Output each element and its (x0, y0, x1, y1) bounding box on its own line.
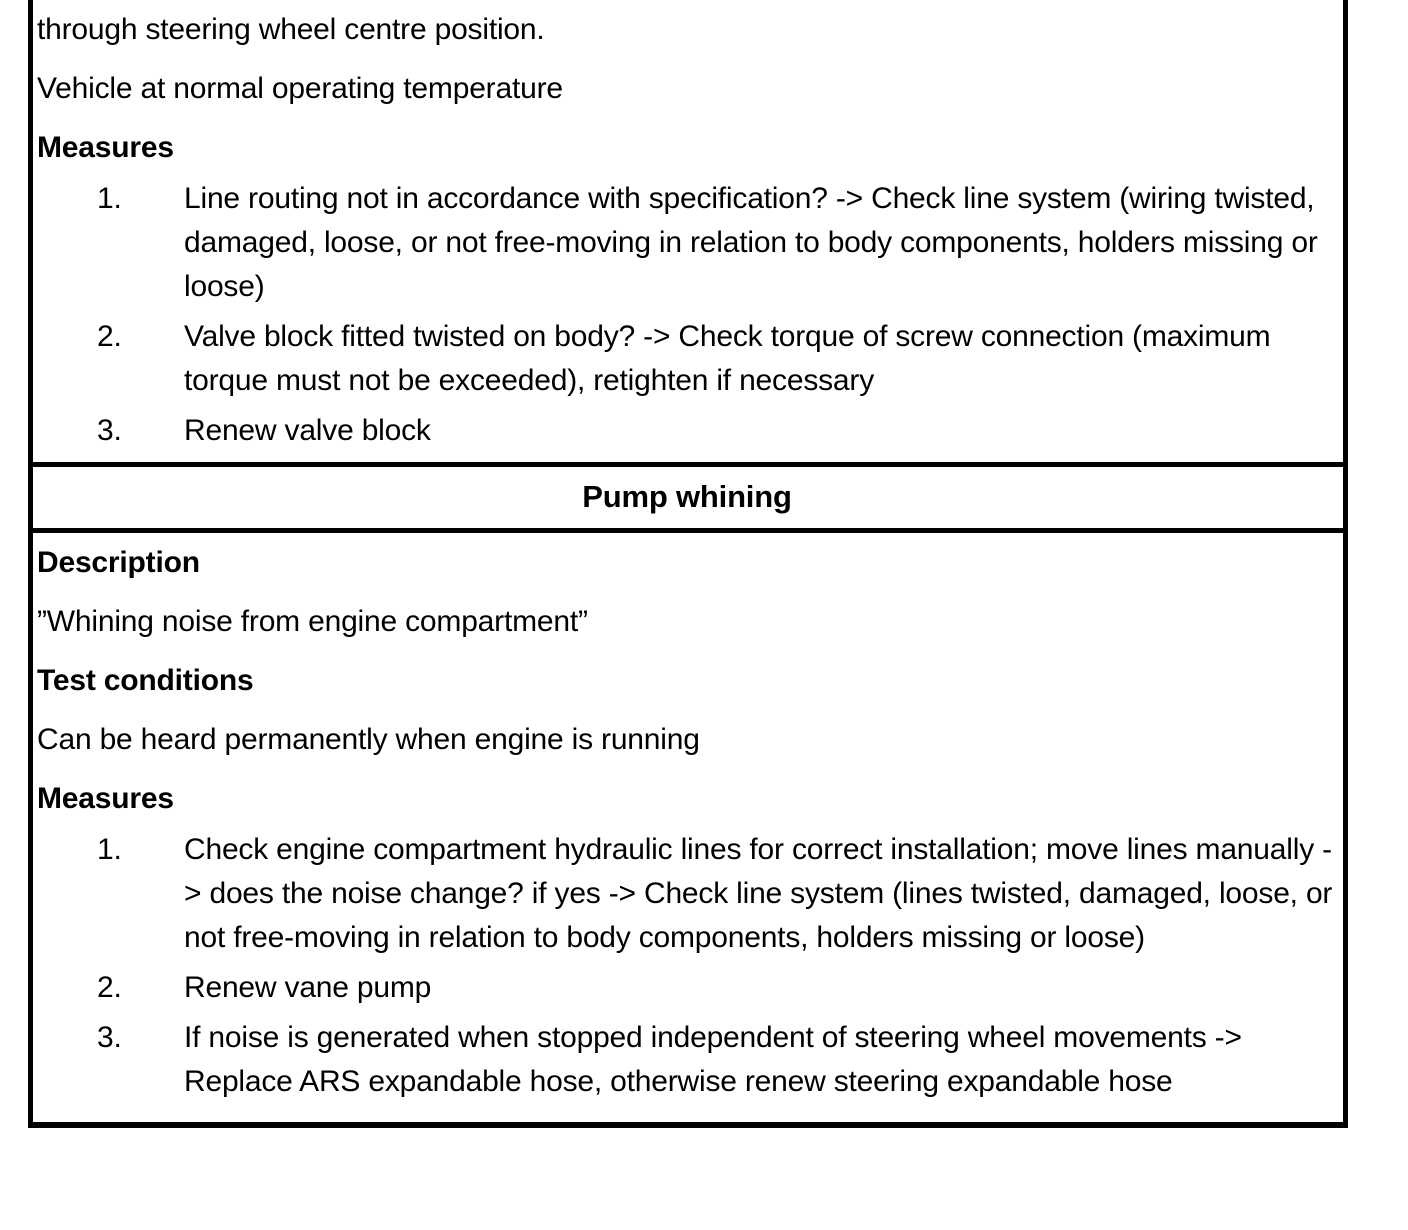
section-header-cell: Pump whining (33, 467, 1343, 528)
test-conditions-text: Can be heard permanently when engine is … (37, 722, 700, 756)
list-item-number: 2. (97, 320, 122, 354)
page-title: Pump whining (582, 478, 792, 514)
table-row-previous-fault: through steering wheel centre position. … (33, 0, 1343, 462)
measures-list-pump-whining: 1. Check engine compartment hydraulic li… (37, 828, 1337, 1113)
pump-whining-cell: Description ”Whining noise from engine c… (33, 533, 1343, 1123)
list-item: 2. Valve block fitted twisted on body? -… (37, 315, 1337, 403)
list-item: 2. Renew vane pump (37, 966, 1337, 1010)
list-item-number: 3. (97, 414, 122, 448)
test-condition-line: Vehicle at normal operating temperature (37, 72, 563, 105)
measures-list-top: 1. Line routing not in accordance with s… (37, 177, 1337, 462)
previous-fault-cell: through steering wheel centre position. … (33, 0, 1343, 462)
list-item: 3. If noise is generated when stopped in… (37, 1016, 1337, 1104)
list-item-number: 3. (97, 1020, 122, 1054)
description-heading: Description (37, 545, 200, 579)
list-item-text: If noise is generated when stopped indep… (184, 1020, 1242, 1099)
description-text: ”Whining noise from engine compartment” (37, 604, 588, 638)
list-item-number: 1. (97, 832, 122, 866)
continued-paragraph: through steering wheel centre position. (37, 13, 545, 46)
measures-heading-pump-whining: Measures (37, 781, 174, 815)
bottom-spacer (37, 1112, 1337, 1122)
list-item-text: Line routing not in accordance with spec… (184, 182, 1318, 304)
list-item-number: 1. (97, 182, 122, 215)
list-item: 1. Line routing not in accordance with s… (37, 177, 1337, 309)
measures-heading-top: Measures (37, 131, 174, 164)
list-item-text: Renew vane pump (184, 970, 432, 1004)
list-item-text: Check engine compartment hydraulic lines… (184, 832, 1333, 954)
test-conditions-heading: Test conditions (37, 663, 254, 697)
table-row-pump-whining: Description ”Whining noise from engine c… (33, 527, 1343, 1123)
table-row-section-header: Pump whining (33, 461, 1343, 528)
list-item-text: Renew valve block (184, 414, 431, 448)
list-item: 3. Renew valve block (37, 409, 1337, 453)
list-item: 1. Check engine compartment hydraulic li… (37, 828, 1337, 960)
list-item-number: 2. (97, 970, 122, 1004)
list-item-text: Valve block fitted twisted on body? -> C… (184, 320, 1271, 398)
diagnostic-table: through steering wheel centre position. … (28, 0, 1348, 1129)
